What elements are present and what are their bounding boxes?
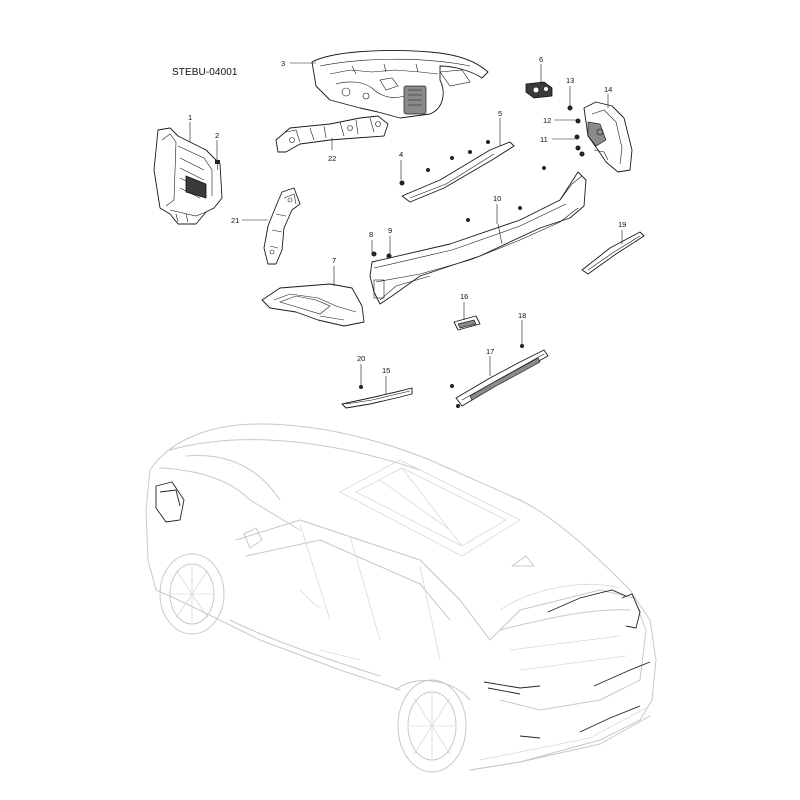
callout-20: 20 <box>357 354 365 363</box>
part-side-bracket <box>263 187 301 265</box>
callout-12: 12 <box>543 116 551 125</box>
callout-1: 1 <box>188 113 192 122</box>
callout-22: 22 <box>328 154 336 163</box>
part-dashboard-module <box>311 50 489 119</box>
part-lower-center-strip <box>455 349 549 407</box>
callout-17: 17 <box>486 347 494 356</box>
callout-4: 4 <box>399 150 403 159</box>
part-reflector-strip-right <box>581 231 645 275</box>
part-upper-trim-strip <box>401 141 515 203</box>
fasteners-11-12-13 <box>567 105 585 157</box>
callout-labels: 3 1 2 4 5 6 7 8 9 10 11 12 13 14 15 16 1… <box>188 55 626 375</box>
part-lower-trim <box>261 283 365 327</box>
callout-10: 10 <box>493 194 501 203</box>
diagram-code: STEBU-04001 <box>172 67 238 78</box>
callout-15: 15 <box>382 366 390 375</box>
part-small-bracket <box>525 81 553 99</box>
callout-6: 6 <box>539 55 543 64</box>
callout-7: 7 <box>332 256 336 265</box>
callout-13: 13 <box>566 76 574 85</box>
callout-9: 9 <box>388 226 392 235</box>
bumper-fasteners <box>371 166 546 259</box>
callout-21: 21 <box>231 216 239 225</box>
vehicle-illustration <box>145 423 657 773</box>
callout-18: 18 <box>518 311 526 320</box>
part-right-bracket <box>583 101 633 173</box>
callout-14: 14 <box>604 85 612 94</box>
part-small-module <box>453 315 481 331</box>
fasteners-18 <box>450 344 524 408</box>
callout-3: 3 <box>281 59 285 68</box>
callout-19: 19 <box>618 220 626 229</box>
callout-8: 8 <box>369 230 373 239</box>
callout-11: 11 <box>540 135 548 144</box>
part-reflector-strip-left <box>341 385 413 409</box>
part-upper-bracket <box>275 115 389 153</box>
fastener-clips-4 <box>399 140 490 186</box>
callout-16: 16 <box>460 292 468 301</box>
part-left-bracket-assembly <box>153 127 223 225</box>
part-screw-2 <box>215 160 220 170</box>
part-bumper-cover <box>369 171 587 305</box>
leader-lines <box>189 62 623 394</box>
callout-2: 2 <box>215 131 219 140</box>
callout-5: 5 <box>498 109 502 118</box>
